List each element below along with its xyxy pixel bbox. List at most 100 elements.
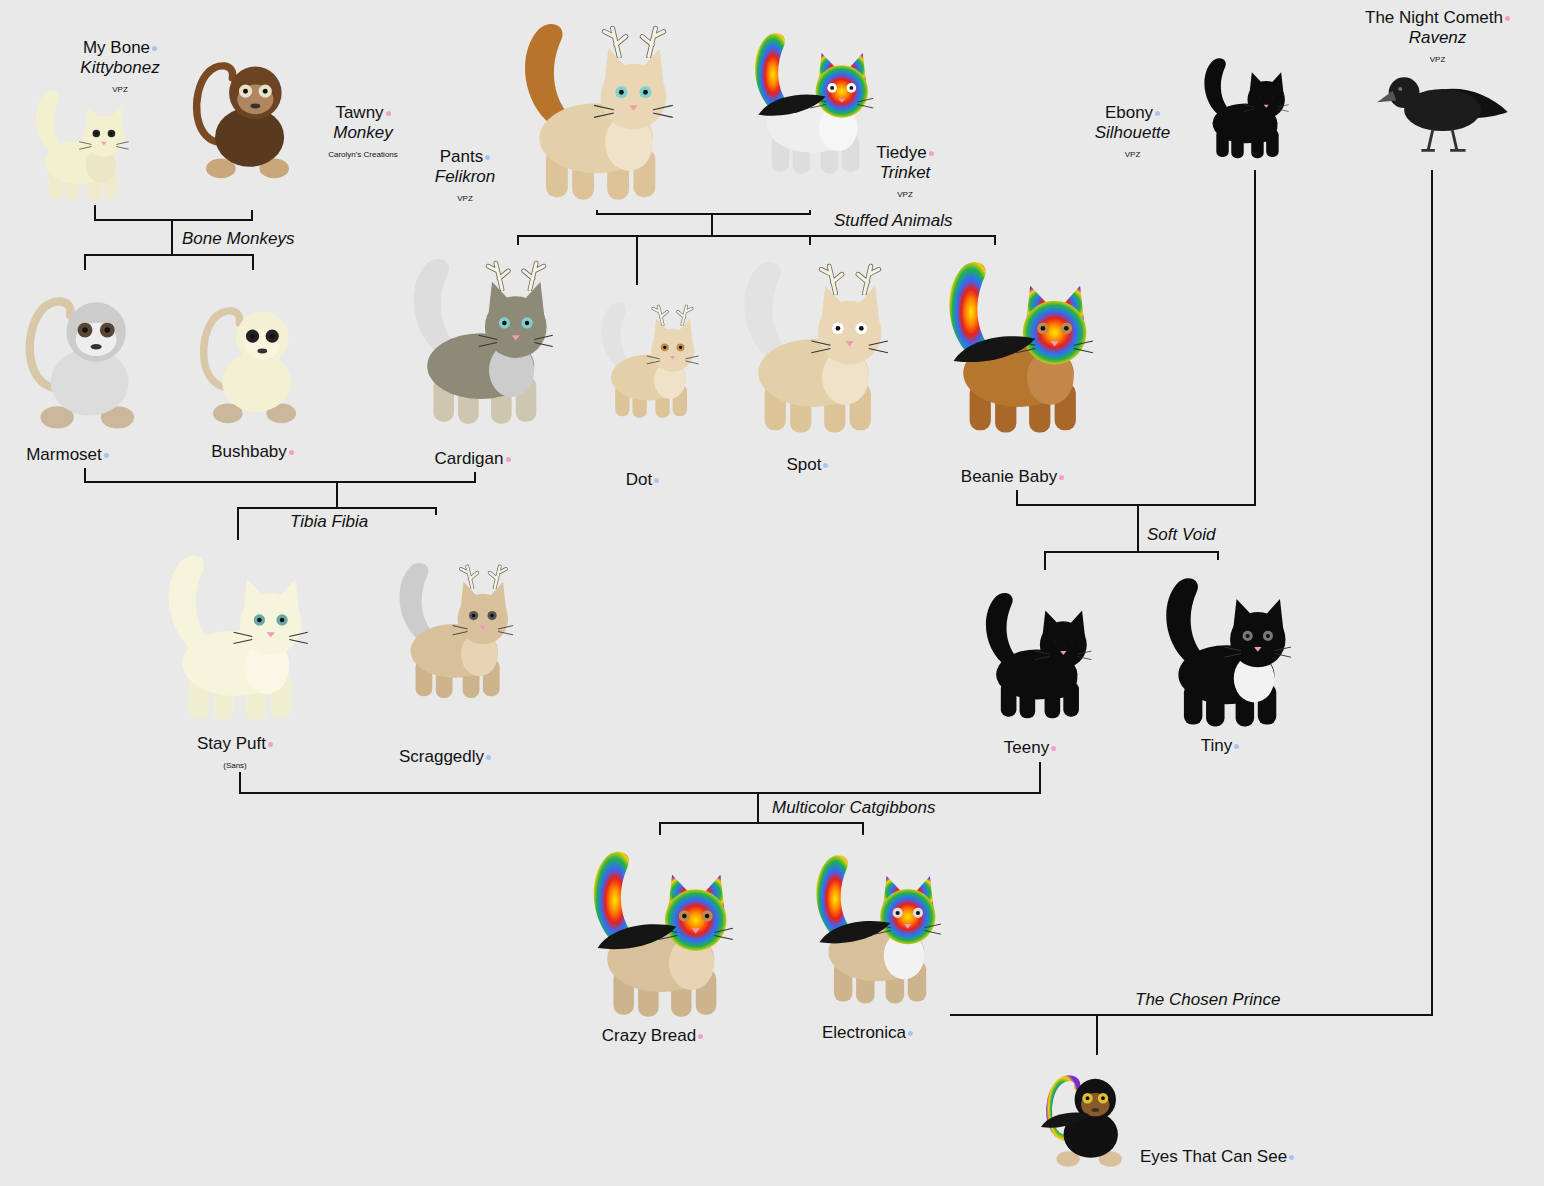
pedigree-line bbox=[758, 762, 1040, 835]
text-line: VPZ bbox=[1078, 143, 1187, 161]
antlers bbox=[653, 306, 692, 324]
pet-name: Stay Puft bbox=[197, 734, 266, 753]
cat-figure bbox=[414, 259, 553, 424]
pet-name: Tawny bbox=[335, 103, 383, 122]
pedigree-line bbox=[240, 772, 758, 835]
cat-figure bbox=[169, 556, 308, 721]
source-note: VPZ bbox=[897, 190, 913, 199]
text-line: VPZ bbox=[1348, 48, 1527, 66]
pet-node: Teeny bbox=[960, 570, 1100, 762]
gender-dot bbox=[289, 450, 294, 455]
cat-figure bbox=[744, 262, 888, 432]
pet-node: EbonySilhouetteVPZ bbox=[1080, 50, 1305, 170]
gender-dot bbox=[386, 111, 391, 116]
pet-name: Teeny bbox=[1004, 738, 1049, 757]
pet-label: PantsFelikronVPZ bbox=[423, 147, 507, 205]
pet-label: Beanie Baby bbox=[918, 467, 1107, 487]
pedigree-line bbox=[85, 205, 172, 270]
pet-node: Scraggedly bbox=[370, 515, 520, 770]
pet-node: Stay Puft (Sans) bbox=[130, 540, 340, 772]
pet-name: The Night Cometh bbox=[1365, 8, 1503, 27]
gender-dot bbox=[1289, 1155, 1294, 1160]
text-line: Monkey bbox=[296, 123, 430, 143]
text-line: Cardigan bbox=[378, 449, 567, 469]
wing bbox=[758, 95, 825, 116]
pet-label: Marmoset bbox=[3, 445, 132, 465]
pet-node: My BoneKittybonezVPZ bbox=[10, 38, 185, 205]
monkey-figure bbox=[204, 311, 296, 423]
gender-dot bbox=[152, 46, 157, 51]
text-line: Beanie Baby bbox=[918, 467, 1107, 487]
pet-name: Electronica bbox=[822, 1023, 906, 1042]
gender-dot bbox=[104, 453, 109, 458]
cat-figure bbox=[594, 852, 733, 1017]
gender-dot bbox=[486, 755, 491, 760]
text-line: Scraggedly bbox=[368, 747, 522, 767]
species-name: Kittybonez bbox=[80, 58, 159, 77]
pedigree-line bbox=[597, 210, 810, 245]
litter-name: The Chosen Prince bbox=[1133, 990, 1283, 1010]
pet-node: Cardigan bbox=[380, 245, 565, 472]
text-line: Crazy Bread bbox=[558, 1026, 747, 1046]
gender-dot bbox=[268, 742, 273, 747]
pedigree-line bbox=[1017, 490, 1138, 570]
wing bbox=[819, 921, 890, 943]
species-name: Silhouette bbox=[1095, 123, 1171, 142]
pet-node: Dot bbox=[580, 285, 705, 492]
gender-dot bbox=[485, 155, 490, 160]
text-line: Tiny bbox=[1133, 736, 1307, 756]
pet-name: Scraggedly bbox=[399, 747, 484, 766]
gender-dot bbox=[506, 457, 511, 462]
pet-label: Tiny bbox=[1133, 736, 1307, 756]
cat-figure bbox=[949, 262, 1093, 432]
text-line: Silhouette bbox=[1078, 123, 1187, 143]
gender-dot bbox=[929, 151, 934, 156]
species-name: Monkey bbox=[333, 123, 393, 142]
monkey-figure bbox=[30, 301, 134, 428]
pedigree-line bbox=[712, 210, 810, 245]
text-line: VPZ bbox=[53, 78, 187, 96]
text-line: The Night Cometh bbox=[1348, 8, 1527, 28]
pet-label: EbonySilhouetteVPZ bbox=[1078, 103, 1187, 161]
pet-label: TawnyMonkeyCarolyn's Creations bbox=[296, 103, 430, 161]
source-note: (Sans) bbox=[223, 761, 247, 770]
monkey-figure bbox=[197, 66, 289, 178]
pet-name: Marmoset bbox=[26, 445, 102, 464]
source-note: VPZ bbox=[1125, 150, 1141, 159]
cat-figure bbox=[816, 855, 941, 1003]
cat-figure bbox=[602, 303, 699, 418]
text-line: Kittybonez bbox=[53, 58, 187, 78]
pet-node: Beanie Baby bbox=[920, 245, 1105, 490]
pet-label: Spot bbox=[713, 455, 902, 475]
pet-name: Crazy Bread bbox=[602, 1026, 696, 1045]
text-line: Eyes That Can See bbox=[1140, 1147, 1324, 1167]
pet-node: The Night ComethRavenzVPZ bbox=[1350, 8, 1525, 170]
source-note: VPZ bbox=[1430, 55, 1446, 64]
text-line: Electronica bbox=[783, 1023, 952, 1043]
pet-label: My BoneKittybonezVPZ bbox=[53, 38, 187, 96]
pet-name: Bushbaby bbox=[211, 442, 287, 461]
pet-name: Pants bbox=[440, 147, 483, 166]
pet-node: Bushbaby bbox=[185, 270, 320, 466]
gender-dot bbox=[1155, 111, 1160, 116]
species-name: Ravenz bbox=[1409, 28, 1467, 47]
pedigree-line bbox=[1138, 170, 1255, 560]
wing bbox=[954, 336, 1036, 362]
antlers bbox=[488, 263, 544, 289]
gender-dot bbox=[1505, 16, 1510, 21]
text-line: Teeny bbox=[958, 738, 1102, 758]
litter-name: Tibia Fibia bbox=[288, 512, 370, 532]
pedigree-line bbox=[1045, 170, 1255, 570]
pet-node: TawnyMonkeyCarolyn's Creations bbox=[178, 38, 428, 210]
cat-figure bbox=[755, 33, 873, 173]
pet-node: Eyes That Can See bbox=[1030, 1055, 1320, 1175]
pedigree-line bbox=[337, 472, 475, 515]
raven-figure bbox=[1377, 77, 1508, 150]
text-line: Ebony bbox=[1078, 103, 1187, 123]
pet-label: Scraggedly bbox=[368, 747, 522, 767]
litter-name: Soft Void bbox=[1145, 525, 1217, 545]
pedigree-line bbox=[660, 762, 1040, 835]
gender-dot bbox=[908, 1031, 913, 1036]
text-line: Ravenz bbox=[1348, 28, 1527, 48]
species-name: Felikron bbox=[435, 167, 495, 186]
